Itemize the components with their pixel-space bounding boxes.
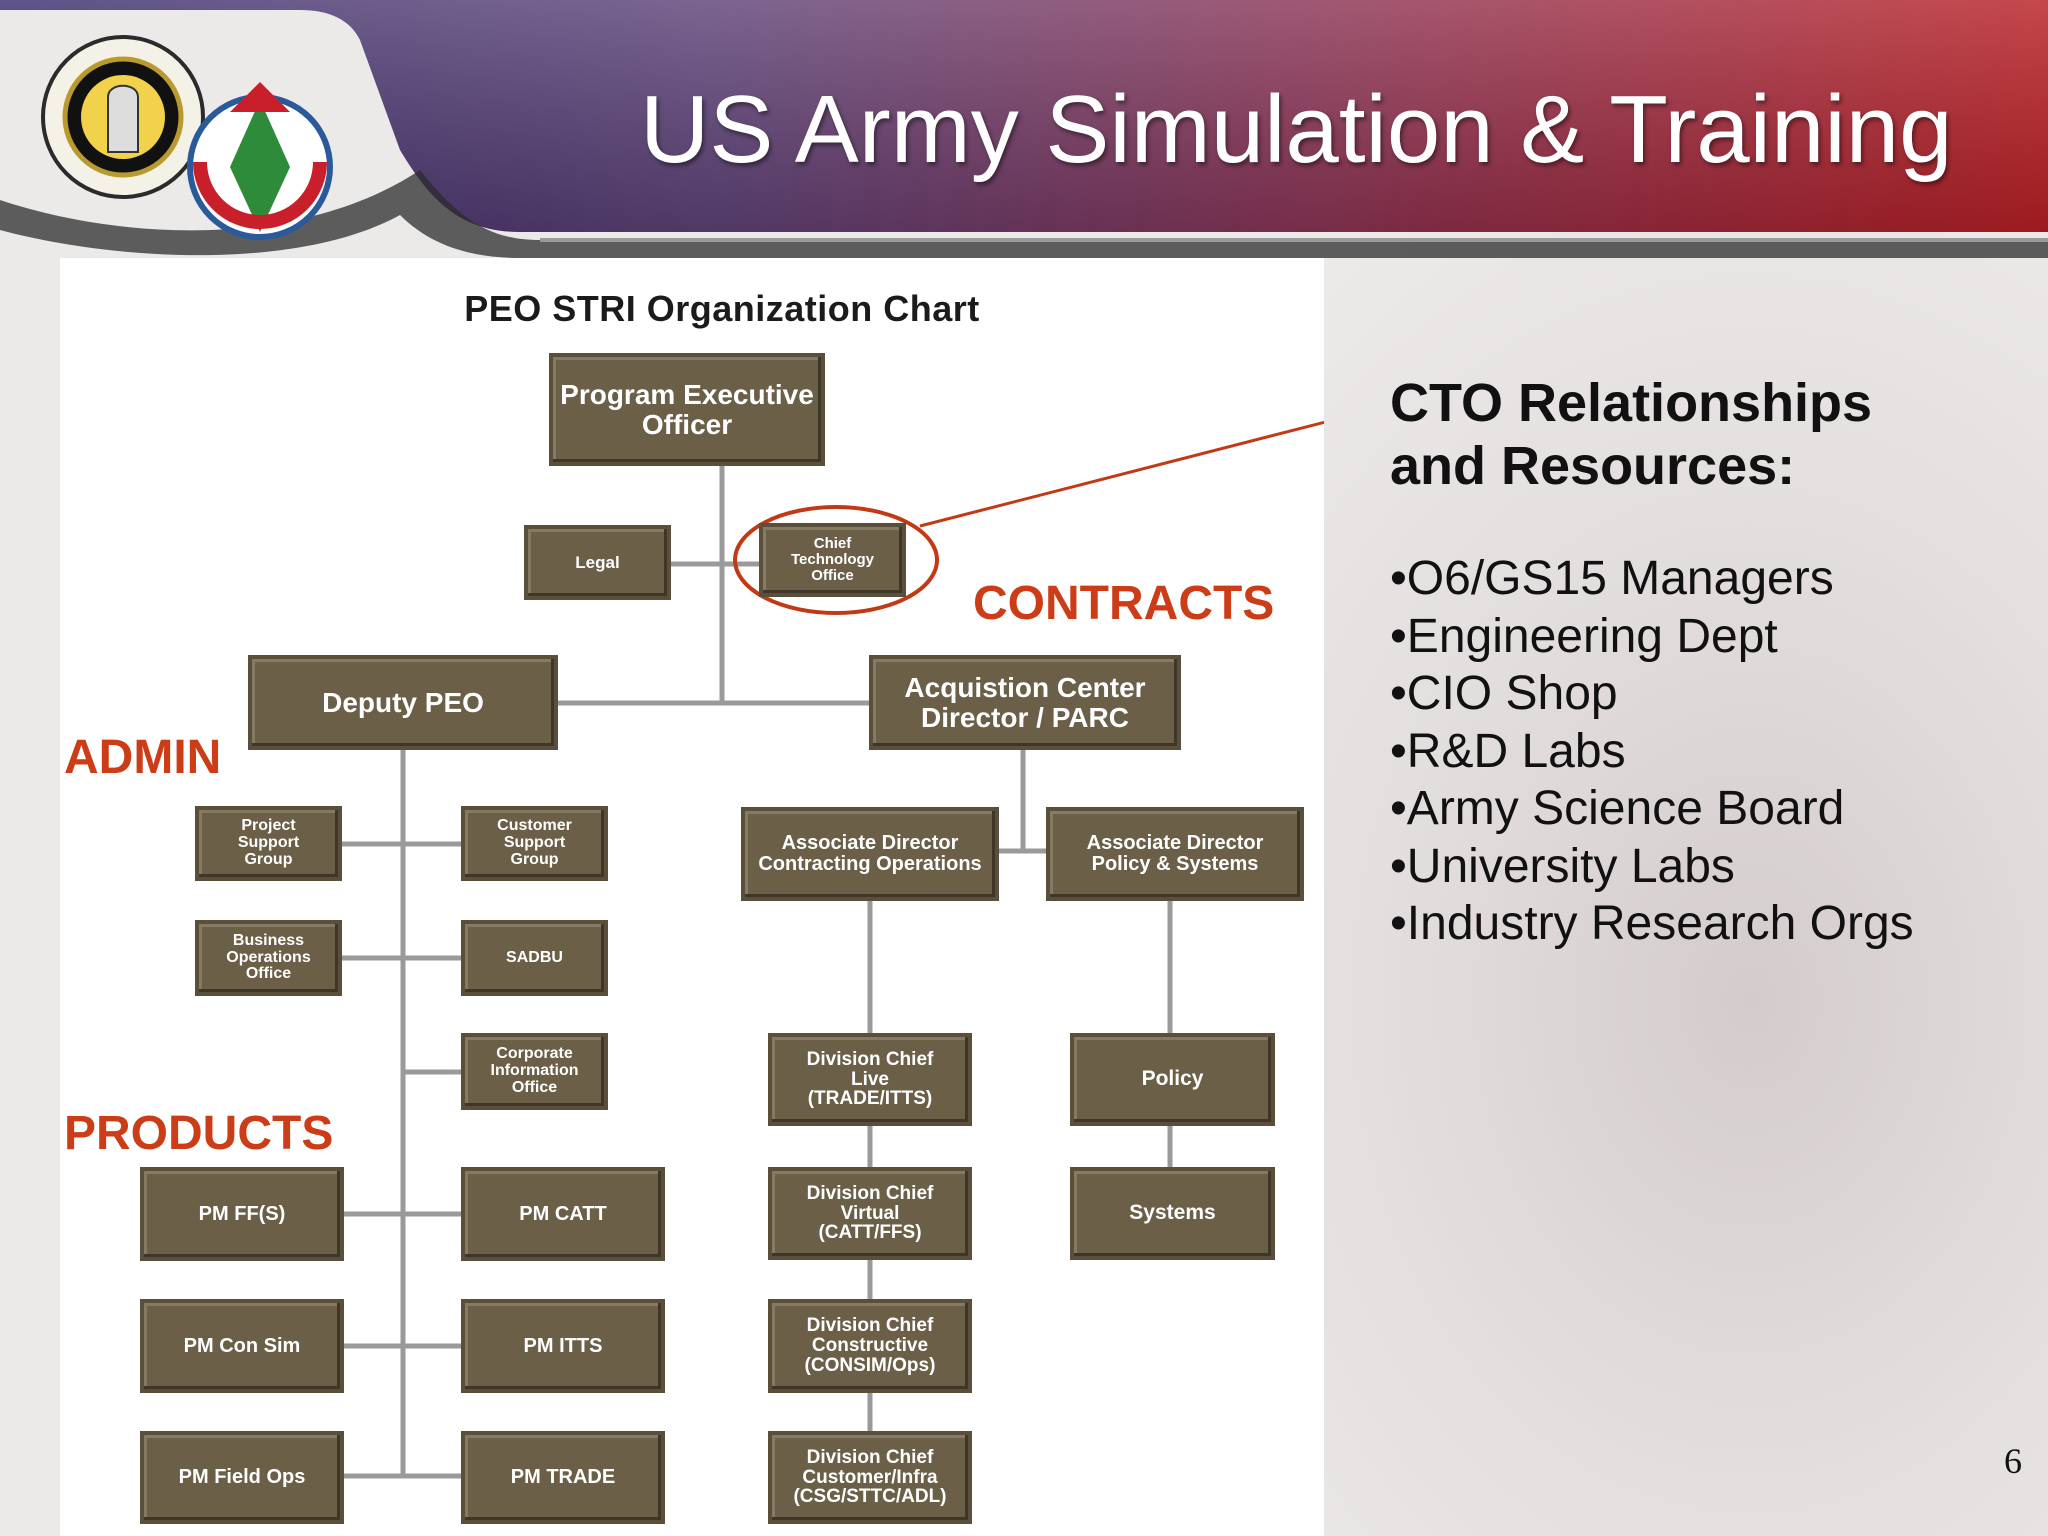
- node-systems: Systems: [1070, 1167, 1275, 1260]
- node-legal: Legal: [524, 525, 671, 600]
- label-contracts: CONTRACTS: [973, 577, 1275, 630]
- node-policy: Policy: [1070, 1033, 1275, 1126]
- node-acquisition-center-director: Acquistion Center Director / PARC: [869, 655, 1181, 750]
- node-pm-catt: PM CATT: [461, 1167, 665, 1261]
- label-admin: ADMIN: [64, 731, 222, 784]
- node-pm-itts: PM ITTS: [461, 1299, 665, 1393]
- slide-title: US Army Simulation & Training: [640, 76, 1953, 183]
- list-item: •University Labs: [1390, 839, 1735, 893]
- peo-stri-seal-icon: [187, 82, 333, 240]
- node-division-chief-live: Division Chief Live (TRADE/ITTS): [768, 1033, 972, 1126]
- org-chart-title: PEO STRI Organization Chart: [464, 288, 980, 329]
- list-item: •R&D Labs: [1390, 724, 1626, 778]
- node-pm-field-ops: PM Field Ops: [140, 1431, 344, 1524]
- page-number: 6: [2004, 1441, 2022, 1481]
- node-program-executive-officer: Program Executive Officer: [549, 353, 825, 466]
- node-associate-director-contracting: Associate Director Contracting Operation…: [741, 807, 999, 901]
- node-associate-director-policy: Associate Director Policy & Systems: [1046, 807, 1304, 901]
- list-item: •O6/GS15 Managers: [1390, 552, 1834, 605]
- list-item: •Engineering Dept: [1390, 609, 1778, 663]
- title-banner: [0, 0, 2048, 258]
- node-customer-support-group: Customer Support Group: [461, 806, 608, 881]
- label-products: PRODUCTS: [64, 1107, 334, 1160]
- list-item: •CIO Shop: [1390, 667, 1618, 720]
- cto-relationships-panel: CTO Relationships and Resources: •O6/GS1…: [1390, 372, 2030, 953]
- org-chart-panel: PEO STRI Organization Chart Program Exec…: [60, 258, 1324, 1536]
- cto-callout-line: [919, 420, 1324, 528]
- node-corporate-information-office: Corporate Information Office: [461, 1033, 608, 1110]
- node-division-chief-customer-infra: Division Chief Customer/Infra (CSG/STTC/…: [768, 1431, 972, 1524]
- node-business-operations-office: Business Operations Office: [195, 920, 342, 996]
- cto-heading-line1: CTO Relationships: [1390, 373, 1873, 433]
- cto-heading-line2: and Resources:: [1390, 436, 1796, 496]
- node-chief-technology-office: Chief Technology Office: [759, 523, 906, 597]
- node-division-chief-virtual: Division Chief Virtual (CATT/FFS): [768, 1167, 972, 1260]
- cto-highlight-ellipse: [733, 505, 939, 615]
- node-deputy-peo: Deputy PEO: [248, 655, 558, 750]
- node-pm-con-sim: PM Con Sim: [140, 1299, 344, 1393]
- node-pm-ffs: PM FF(S): [140, 1167, 344, 1261]
- list-item: •Army Science Board: [1390, 782, 1845, 835]
- node-sadbu: SADBU: [461, 920, 608, 996]
- node-project-support-group: Project Support Group: [195, 806, 342, 881]
- army-acquisition-corps-seal-icon: [41, 35, 205, 199]
- list-item: •Industry Research Orgs: [1390, 897, 1914, 950]
- node-division-chief-constructive: Division Chief Constructive (CONSIM/Ops): [768, 1299, 972, 1393]
- node-pm-trade: PM TRADE: [461, 1431, 665, 1524]
- cto-resource-list: •O6/GS15 Managers •Engineering Dept •CIO…: [1390, 550, 2030, 953]
